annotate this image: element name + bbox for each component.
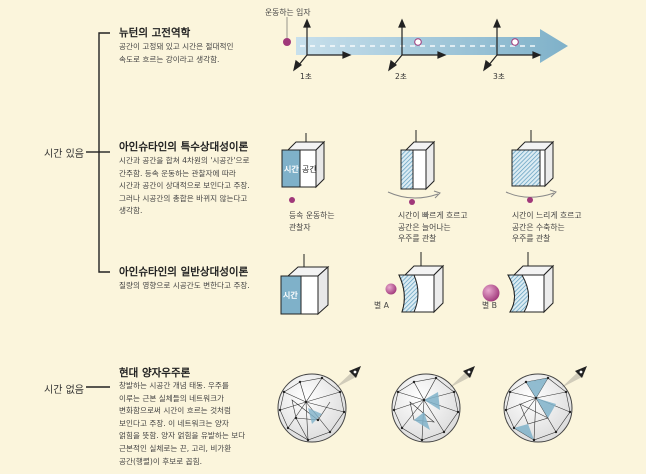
particle-2 [414, 38, 422, 46]
bracket-time-exists [86, 32, 110, 273]
star-a-mass [385, 283, 397, 295]
axis-frame-2 [388, 18, 447, 72]
label-time-exists: 시간 있음 [44, 149, 84, 160]
special-title: 아인슈타인의 특수상대성이론 [119, 141, 249, 153]
observer-dot-1 [289, 197, 295, 203]
motion-arc-2 [505, 191, 555, 198]
observer-dot-3 [527, 197, 533, 203]
spacetime-cube-3 [511, 130, 555, 188]
particle-label: 운동하는 입자 [265, 8, 311, 17]
cube-space-label: 공간 [302, 165, 317, 174]
quantum-network-3 [503, 366, 587, 443]
tick-1s: 1초 [300, 72, 312, 81]
gr-cube-3 [507, 252, 555, 314]
newton-title: 뉴턴의 고전역학 [119, 27, 191, 39]
axis-frame-3 [483, 18, 542, 72]
spacetime-cube-2 [400, 130, 436, 191]
quantum-title: 현대 양자우주론 [119, 367, 191, 379]
quantum-network-1 [277, 366, 361, 443]
motion-arc-1 [387, 191, 439, 199]
general-title: 아인슈타인의 일반상대성이론 [119, 266, 249, 278]
particle-3 [511, 38, 519, 46]
axis-frame-1 [293, 18, 352, 72]
time-river-arrow [296, 29, 568, 63]
gr-cube-2 [398, 252, 445, 314]
observer-dot-2 [409, 199, 415, 205]
general-body: 질량의 영향으로 시공간도 변한다고 주장. [119, 281, 250, 290]
particle-1 [283, 38, 291, 46]
star-a-label: 별 A [374, 301, 389, 310]
tick-2s: 2초 [395, 72, 407, 81]
cube-time-label: 시간 [284, 165, 299, 174]
tick-3s: 3초 [493, 72, 505, 81]
gr-cube-1 [280, 254, 330, 316]
star-b-mass [482, 284, 500, 302]
gr-cube-time-label: 시간 [283, 291, 298, 300]
spacetime-cube-1 [281, 133, 326, 189]
label-time-absent: 시간 없음 [44, 385, 84, 396]
star-b-label: 별 B [482, 301, 498, 310]
quantum-network-2 [391, 366, 475, 443]
